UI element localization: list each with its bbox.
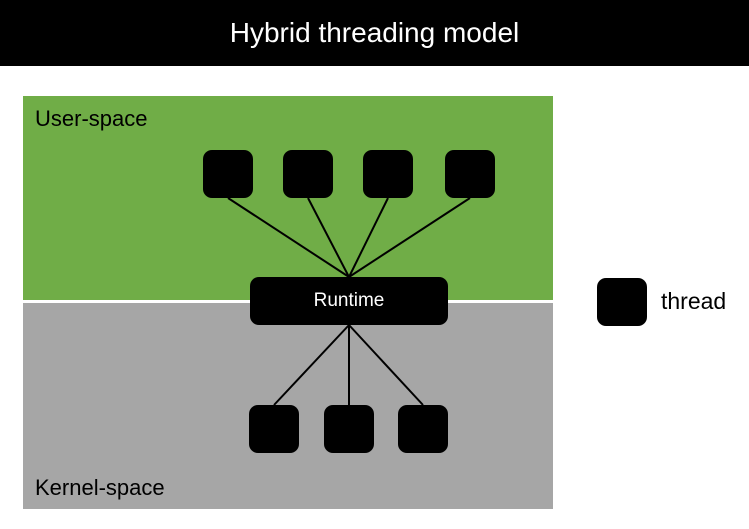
user-thread-3: [363, 150, 413, 198]
user-thread-1: [203, 150, 253, 198]
user-thread-2: [283, 150, 333, 198]
legend-label: thread: [661, 288, 727, 314]
runtime-box: Runtime: [250, 277, 448, 325]
legend-thread-icon: [597, 278, 647, 326]
kernel-thread-2: [324, 405, 374, 453]
user-space-label: User-space: [35, 106, 148, 131]
diagram-title: Hybrid threading model: [0, 0, 749, 66]
kernel-space-label: Kernel-space: [35, 475, 165, 500]
user-thread-4: [445, 150, 495, 198]
kernel-thread-1: [249, 405, 299, 453]
kernel-thread-3: [398, 405, 448, 453]
